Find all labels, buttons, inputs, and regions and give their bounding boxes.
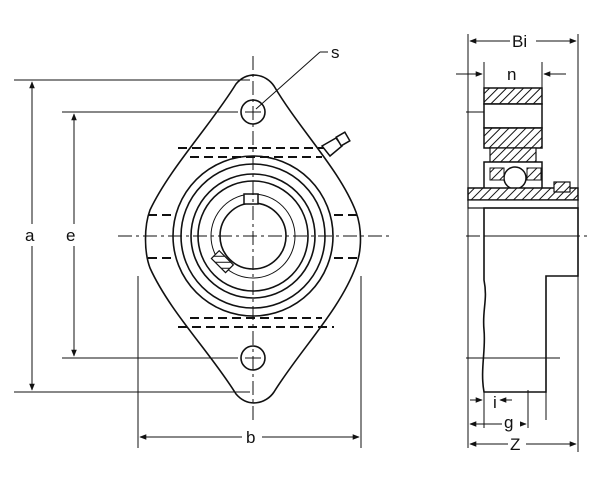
housing-body xyxy=(481,207,579,393)
label-s: s xyxy=(331,43,340,62)
set-screw-slot xyxy=(243,193,259,205)
set-screw-lower xyxy=(210,249,235,274)
ball-element xyxy=(503,166,527,190)
grease-nipple xyxy=(320,131,351,158)
side-view: Bi n i g Z xyxy=(456,30,590,454)
leader-s xyxy=(255,51,321,110)
label-a: a xyxy=(25,226,35,245)
bearing-mid-hatched xyxy=(483,127,543,149)
label-Z: Z xyxy=(510,435,520,454)
label-g: g xyxy=(504,413,513,432)
label-Bi: Bi xyxy=(512,32,527,51)
label-i: i xyxy=(493,393,497,412)
bearing-top-insert xyxy=(483,103,543,129)
label-b: b xyxy=(246,428,255,447)
label-e: e xyxy=(66,226,75,245)
bearing-top-hatched xyxy=(483,87,543,105)
front-view: a e b s xyxy=(14,43,392,448)
label-n: n xyxy=(507,65,516,84)
